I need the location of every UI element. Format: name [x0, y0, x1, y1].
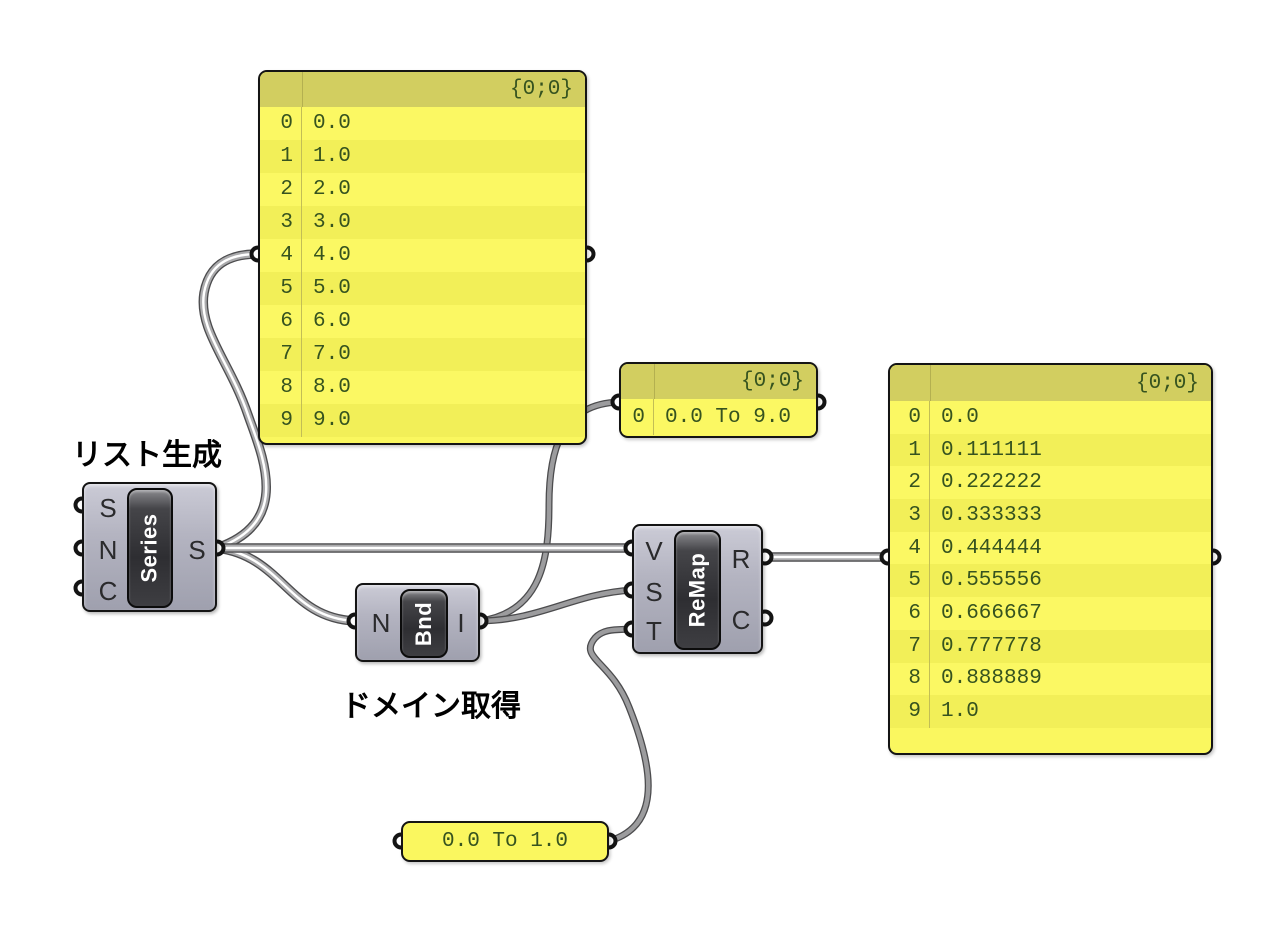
remap-capsule[interactable]: ReMap: [674, 530, 721, 650]
series-capsule[interactable]: Series: [127, 488, 173, 608]
remap-input-t-label: T: [646, 616, 662, 646]
series-input-c-label: C: [98, 576, 118, 606]
wire-series-to-bnd[interactable]: [212, 543, 360, 626]
remap-output-r-label: R: [731, 544, 751, 574]
remap-component[interactable]: V S T R C ReMap: [632, 524, 763, 654]
panel-path: {0;0}: [509, 78, 573, 101]
remap-input-v-label: V: [645, 536, 663, 566]
target-domain-panel[interactable]: 0.0 To 1.0: [401, 821, 609, 862]
remap-name: ReMap: [684, 552, 710, 628]
wire-series-to-panel[interactable]: [198, 249, 271, 553]
panel-header: {0;0}: [621, 364, 816, 399]
wire-target-to-remap-t[interactable]: [586, 625, 652, 845]
series-output-s-label: S: [188, 535, 206, 565]
series-name: Series: [137, 513, 162, 583]
bnd-input-n-label: N: [371, 608, 391, 638]
series-input-s-label: S: [99, 493, 117, 523]
panel-path: {0;0}: [1135, 371, 1199, 395]
series-input-n-label: N: [98, 535, 118, 565]
series-group-label: リスト生成: [72, 439, 222, 472]
panel-path: {0;0}: [740, 370, 804, 393]
bnd-name: Bnd: [411, 601, 437, 646]
bnd-output-i-label: I: [457, 608, 465, 638]
target-domain-value: 0.0 To 1.0: [441, 830, 569, 853]
bnd-capsule[interactable]: Bnd: [400, 589, 448, 658]
remap-output-c-label: C: [731, 605, 751, 635]
wire-bnd-to-remap-s[interactable]: [476, 586, 636, 625]
bounds-component[interactable]: N I Bnd: [355, 583, 480, 662]
remap-input-s-label: S: [645, 577, 663, 607]
domain-group-label: ドメイン取得: [341, 690, 521, 723]
panel-header: {0;0}: [260, 72, 585, 107]
series-component[interactable]: S N C S Series: [82, 482, 217, 612]
panel-header: {0;0}: [890, 365, 1211, 401]
